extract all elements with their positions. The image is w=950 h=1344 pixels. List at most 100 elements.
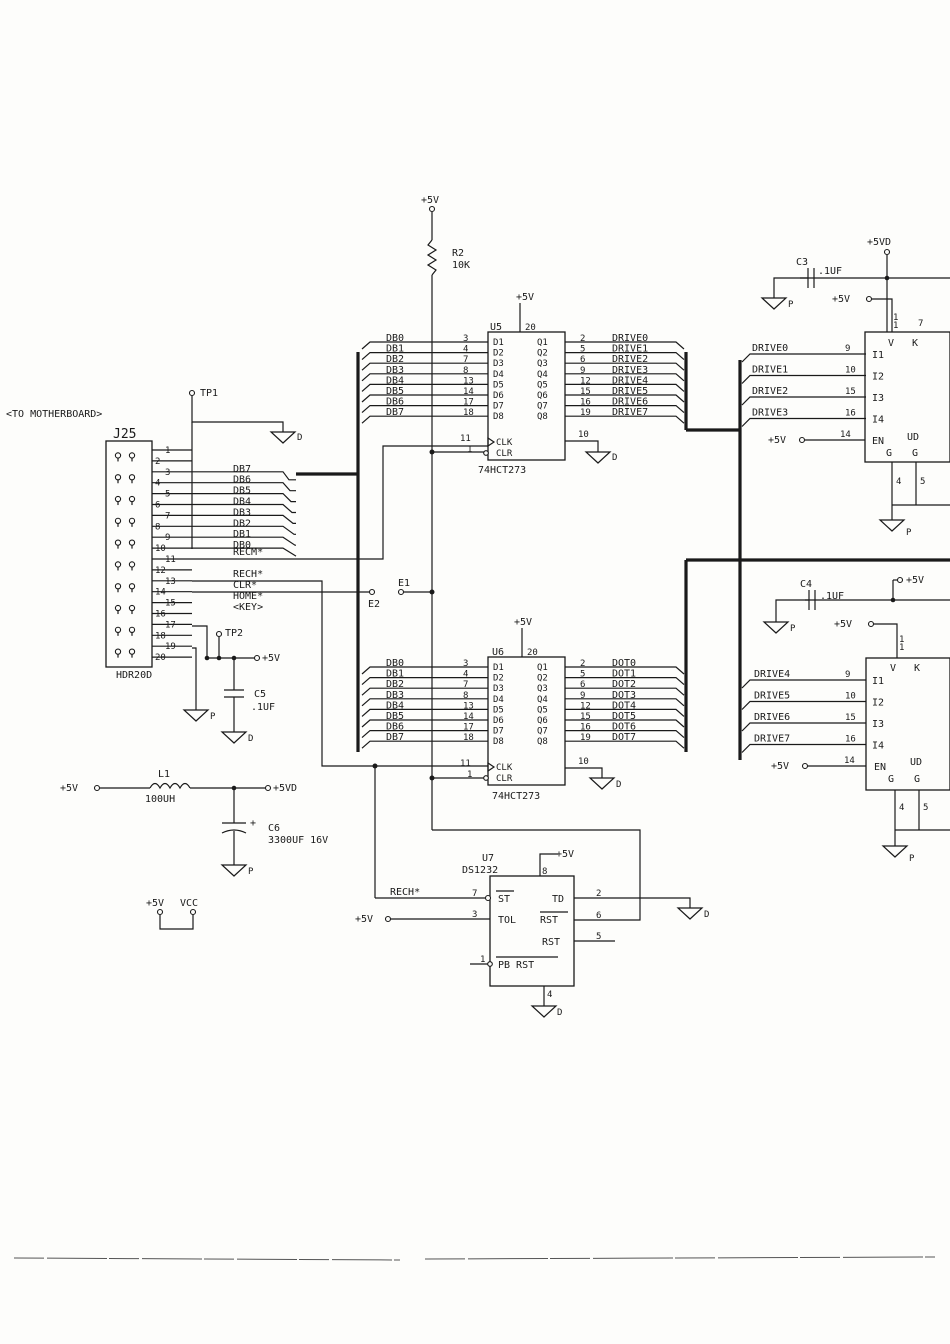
wire [872,298,893,332]
u5-in-wire [361,362,488,371]
u6-type: 74HCT273 [492,791,540,802]
j25-pin-number: 13 [165,577,176,587]
udn_a-input-net: DRIVE1 [752,365,788,376]
u5-q-pin: 5 [580,345,585,355]
u6-in-wire [361,698,488,707]
udn_a-input-name: I1 [872,350,884,361]
top-supply: +5V [421,195,439,240]
j25-bus-entry [192,514,296,525]
ground-label: D [704,910,709,920]
u5-d-name: D3 [493,359,504,369]
u6-in-net: DB2 [386,679,404,690]
jumper-label-a: +5V [146,898,164,909]
u6-d-pin: 18 [463,733,474,743]
u6-out-net: DOT6 [612,722,636,733]
j25-terminal [128,517,136,524]
u5-q-name: Q6 [537,391,548,401]
udn-a-k-pin: 7 [918,319,923,329]
u5-in-wire [361,415,488,424]
udn_b-input-pin: 16 [845,735,856,745]
u6-out-wire [565,676,685,686]
u6-q-name: Q2 [537,674,548,684]
u7-pin: 3 [472,910,477,920]
u6-d-name: D3 [493,684,504,694]
u7-pin: 6 [596,911,601,921]
u7-st-net: RECH* [390,887,420,898]
j25-terminal [128,495,136,503]
ground-symbol [220,864,248,877]
j25-signal-label: CLR* [233,580,257,591]
u5-q-pin: 6 [580,355,585,365]
u7-pin-name: RST [542,937,560,948]
u5-d-name: D8 [493,412,504,422]
c5-value: .1UF [251,702,275,713]
j25-bus-entry [192,482,296,492]
j25-body [105,440,153,668]
u5-d-name: D7 [493,402,504,412]
rech-wire [192,580,488,767]
junction [890,597,896,603]
u6-in-net: DB3 [386,690,404,701]
udn_b-input-net: DRIVE7 [754,734,790,745]
udn-a-k: K [912,338,918,349]
udn-a-ref: UD [907,432,919,443]
e1-terminal [397,588,405,596]
u7-ds1232: U7 DS1232 +5V 8 7 ST +5V 3 TOL 1 PB RST … [355,849,709,1018]
u7-vcc-pin: 8 [542,867,547,877]
j25-signal-label: DB7 [233,464,251,475]
u7-pin-name: RST [540,915,558,926]
j25-terminal [114,583,122,590]
j25-pin-number: 6 [155,501,160,511]
u6-d-name: D1 [493,663,504,673]
j25-terminal [114,561,122,568]
udn_b-input-net: DRIVE5 [754,691,790,702]
udn_a-input-pin: 9 [845,344,850,354]
r2-value: 10K [452,260,470,271]
ground-label: P [210,712,216,722]
tp1-label: TP1 [200,388,218,399]
u6-in-wire [361,740,488,749]
u5-q-pin: 2 [580,334,585,344]
udn-b-body [865,657,950,791]
udn-a-g1: G [886,448,892,459]
u6-in-net: DB1 [386,669,404,680]
u6-d-name: D5 [493,705,504,715]
u5-in-wire [361,373,488,382]
udn_a-input-pin: 15 [845,387,856,397]
u6-in-wire [361,676,488,686]
udn_a-input-net: DRIVE3 [752,408,788,419]
j25-header: J25 HDR20D 12345678910111213141516171819… [105,427,297,681]
u5-ref: U5 [490,322,502,333]
udn_a-input-wire [741,417,866,427]
udn-b-v-pin2: 1 [899,643,904,653]
u6-in-net: DB0 [386,658,404,669]
u7-pin: 7 [472,889,477,899]
wire [565,767,603,778]
udn-b-ref: UD [910,757,922,768]
u5-in-wire [361,352,488,361]
c6-ref: C6 [268,823,280,834]
udn-a-en-pin: 14 [840,430,851,440]
u6-d-name: D2 [493,674,504,684]
supply-label: +5VD [867,237,891,248]
u6-in-wire [361,729,488,739]
junction [884,275,890,281]
u6-out-wire [565,698,685,707]
u5-clr-bubble [483,450,489,456]
ground-symbol [760,297,788,310]
u5-d-pin: 14 [463,387,474,397]
udn_a-input-net: DRIVE2 [752,386,788,397]
ground-symbol [676,907,704,920]
u5-body [487,331,566,461]
u7-ref: U7 [482,853,494,864]
u5-q-name: Q3 [537,359,548,369]
ground-label: P [248,867,254,877]
wire [192,625,219,659]
u5-out-wire [565,341,685,350]
terminal [867,620,875,628]
u6-in-wire [361,708,488,717]
